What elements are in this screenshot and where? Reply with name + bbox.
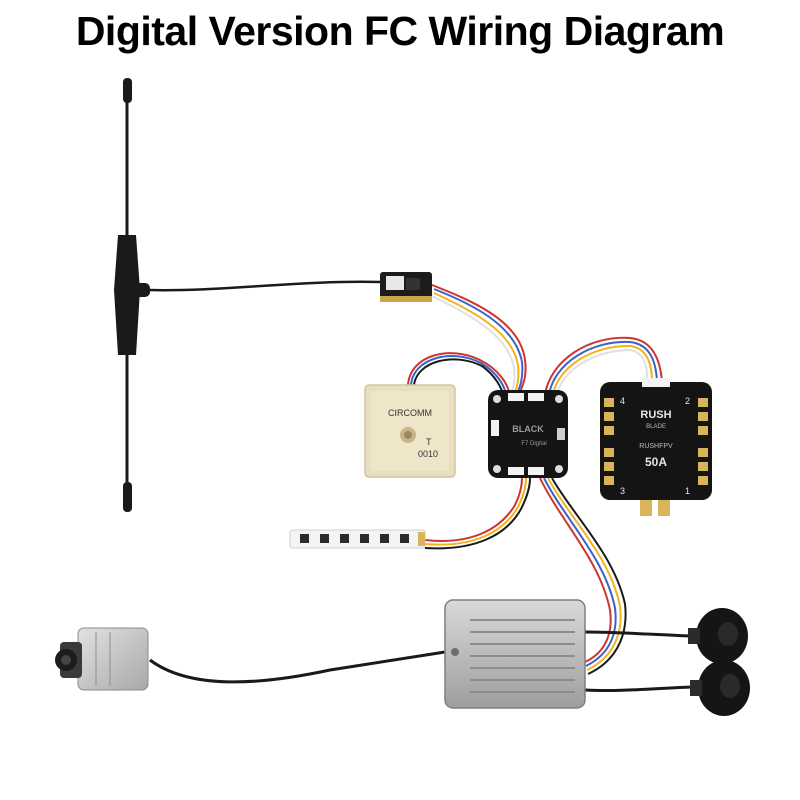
esc-name-label: RUSHFPV	[639, 443, 673, 450]
esc-motor-4-label: 4	[620, 396, 625, 406]
gps-fc-wires	[407, 352, 511, 396]
esc-brand-label: RUSH	[640, 409, 671, 421]
esc-4in1: RUSH BLADE RUSHFPV 50A 1 2 3 4	[600, 378, 712, 516]
esc-power-pad-pos	[658, 500, 670, 516]
vtx-antenna-2	[690, 660, 750, 716]
fc-esc-wires	[544, 336, 663, 396]
vtx-antenna-cable-1	[584, 630, 691, 638]
vtx-air-unit	[444, 599, 586, 709]
gps-mark-label: T	[426, 437, 432, 447]
esc-motor-3-label: 3	[620, 486, 625, 496]
led-fc-wires	[424, 477, 531, 550]
vtx-antenna-cable-2	[584, 685, 693, 693]
esc-rating-label: 50A	[645, 455, 667, 469]
esc-sub-label: BLADE	[646, 424, 666, 430]
esc-left-pads	[604, 398, 614, 485]
esc-motor-1-label: 1	[685, 486, 690, 496]
t-antenna	[114, 78, 150, 512]
fc-vtx-wires	[539, 477, 627, 675]
fc-sub-label: F7 Digital	[521, 441, 546, 447]
page-title: Digital Version FC Wiring Diagram	[75, 8, 725, 54]
camera-cable	[149, 650, 446, 684]
esc-motor-2-label: 2	[685, 396, 690, 406]
flight-controller: BLACK F7 Digital	[488, 390, 568, 478]
gps-module: CIRCOMM T 0010	[364, 384, 456, 478]
elrs-receiver	[380, 272, 432, 302]
fpv-camera	[55, 627, 149, 691]
gps-code-label: 0010	[418, 449, 438, 459]
vtx-fins	[470, 619, 575, 693]
esc-power-pad-neg	[640, 500, 652, 516]
gps-brand-label: CIRCOMM	[388, 408, 432, 418]
esc-right-pads	[698, 398, 708, 485]
fc-label: BLACK	[512, 424, 544, 434]
antenna-coax	[147, 280, 381, 292]
wires	[147, 280, 693, 693]
vtx-antenna-1	[688, 608, 748, 664]
led-strip	[289, 529, 426, 549]
